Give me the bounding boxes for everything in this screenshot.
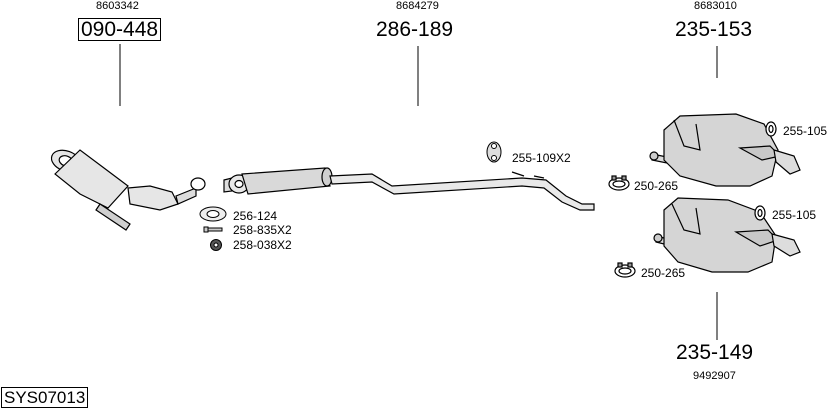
middle-silencer-drawing [223,167,595,211]
system-code-label: SYS07013 [1,387,89,408]
part-number-label: 235-153 [675,18,753,41]
accessory-label: 258-835X2 [233,223,292,237]
oe-number-label: 8684279 [396,0,439,12]
accessory-label: 258-038X2 [233,238,292,252]
oe-number-label: 9492907 [693,370,736,382]
oe-number-label: 8603342 [96,0,139,12]
part-number-label: 235-149 [676,341,754,364]
accessory-label: 255-109X2 [512,151,571,165]
gasket-icon [199,206,227,222]
oe-number-label: 8683010 [694,0,737,12]
rubber-ring-icon-upper [765,121,777,137]
accessory-label: 255-105 [772,208,817,222]
rubber-mount-icon-middle [486,141,502,163]
rear-silencer-lower-drawing [653,197,801,273]
rubber-ring-icon-lower [754,205,766,221]
part-number-label: 286-189 [376,18,454,41]
bolt-icon [203,226,223,233]
accessory-label: 255-105 [783,124,828,138]
nut-icon [210,239,222,251]
clamp-icon-upper [608,175,630,191]
accessory-label: 256-124 [233,209,278,223]
part-number-label: 090-448 [78,18,162,41]
accessory-label: 250-265 [634,179,679,193]
accessory-label: 250-265 [641,266,686,280]
catalytic-converter-drawing [50,149,206,231]
clamp-icon-lower [614,262,636,278]
rear-silencer-upper-drawing [649,113,801,187]
